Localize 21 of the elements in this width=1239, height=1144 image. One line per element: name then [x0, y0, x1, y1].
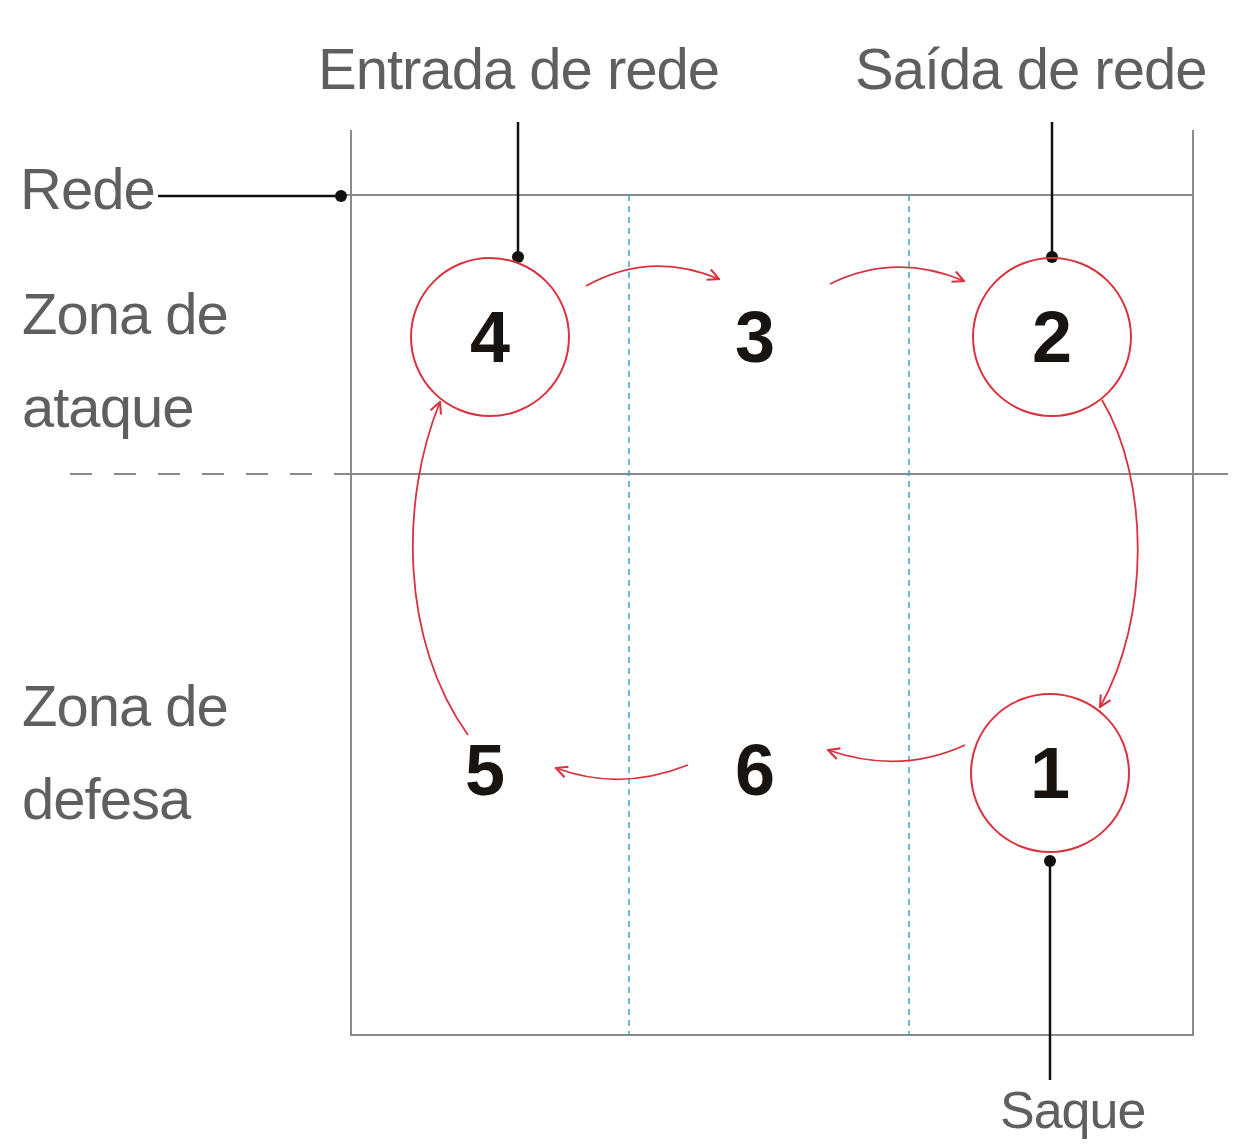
- rotation-arrow: [411, 400, 469, 736]
- position-number: 5: [449, 734, 521, 806]
- callout-label: Rede: [20, 160, 228, 218]
- player-position-circle: 4: [410, 257, 570, 417]
- callout-label: Entrada de rede: [318, 40, 719, 98]
- rotation-arrow: [829, 266, 966, 285]
- leader-line: [1044, 855, 1056, 1080]
- position-number: 3: [719, 301, 791, 373]
- zone-label: Zona de defesa: [22, 672, 229, 833]
- leader-line: [1046, 122, 1058, 263]
- zone-label: Zona de ataque: [22, 280, 229, 441]
- leader-line: [512, 122, 524, 263]
- rotation-arrow: [826, 744, 966, 763]
- player-position-circle: 2: [972, 257, 1132, 417]
- rotation-arrow: [585, 265, 721, 287]
- leader-line: [158, 190, 347, 202]
- callout-label: Saída de rede: [855, 40, 1207, 98]
- position-number: 6: [719, 734, 791, 806]
- player-position-circle: 1: [970, 693, 1130, 853]
- rotation-arrow: [554, 764, 689, 781]
- rotation-arrow: [1098, 399, 1139, 709]
